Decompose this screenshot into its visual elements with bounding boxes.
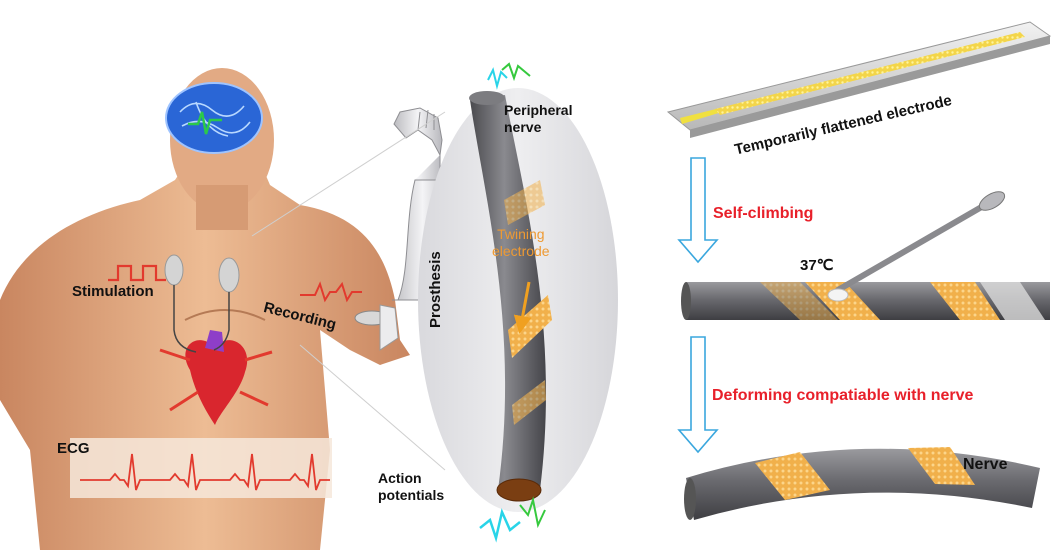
nerve-cross-section: [497, 479, 541, 501]
ecg-label: ECG: [57, 440, 90, 457]
peripheral-nerve-label: Peripheral nerve: [504, 102, 572, 136]
twining-electrode-label: Twining electrode: [492, 226, 550, 260]
process-arrow-1: [679, 158, 717, 262]
action-potential-top-cyan: [488, 70, 507, 86]
prosthesis-label: Prosthesis: [427, 251, 444, 328]
action-potentials-label: Action potentials: [378, 470, 444, 504]
stimulation-pad: [165, 255, 183, 285]
droplet: [828, 289, 848, 301]
ecg-panel: [70, 438, 332, 498]
temperature-label: 37℃: [800, 256, 834, 274]
deforming-label: Deforming compatiable with nerve: [712, 387, 973, 405]
brain: [166, 83, 262, 153]
self-climbing-label: Self-climbing: [713, 205, 813, 223]
recording-pad: [219, 258, 239, 292]
nerve-label: Nerve: [963, 456, 1007, 474]
stimulation-label: Stimulation: [72, 283, 154, 300]
climbing-nerve: [681, 282, 1050, 320]
action-potential-bottom-cyan: [480, 512, 520, 538]
